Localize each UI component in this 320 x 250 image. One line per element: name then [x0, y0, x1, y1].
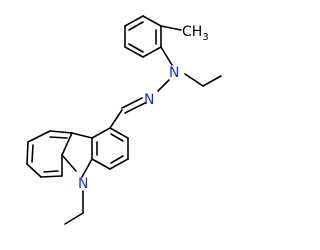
- n-ethyl-bond-2: [202, 75, 222, 87]
- ring-n-bond: [160, 46, 173, 66]
- methyl-bond: [160, 25, 182, 31]
- n-n-bond: [157, 79, 170, 92]
- carbazole-right-ring: [91, 127, 129, 170]
- chemical-structure: CH3 N N: [26, 15, 222, 225]
- carbazole-pyrrole-ring: [61, 132, 93, 178]
- hydrazone-n-lower-label: N: [144, 92, 154, 108]
- tolyl-ring: [124, 15, 162, 58]
- methyl-label: CH3: [182, 24, 209, 43]
- methine-bond: [109, 109, 123, 129]
- carbazole-ethyl-bond-2: [64, 212, 84, 225]
- imine-double-bond: [121, 97, 146, 114]
- n-ethyl-bond-1: [184, 73, 204, 87]
- carbazole-n-label: N: [78, 176, 88, 192]
- carbazole-left-ring: [26, 130, 73, 178]
- hydrazone-n-upper-label: N: [169, 65, 179, 81]
